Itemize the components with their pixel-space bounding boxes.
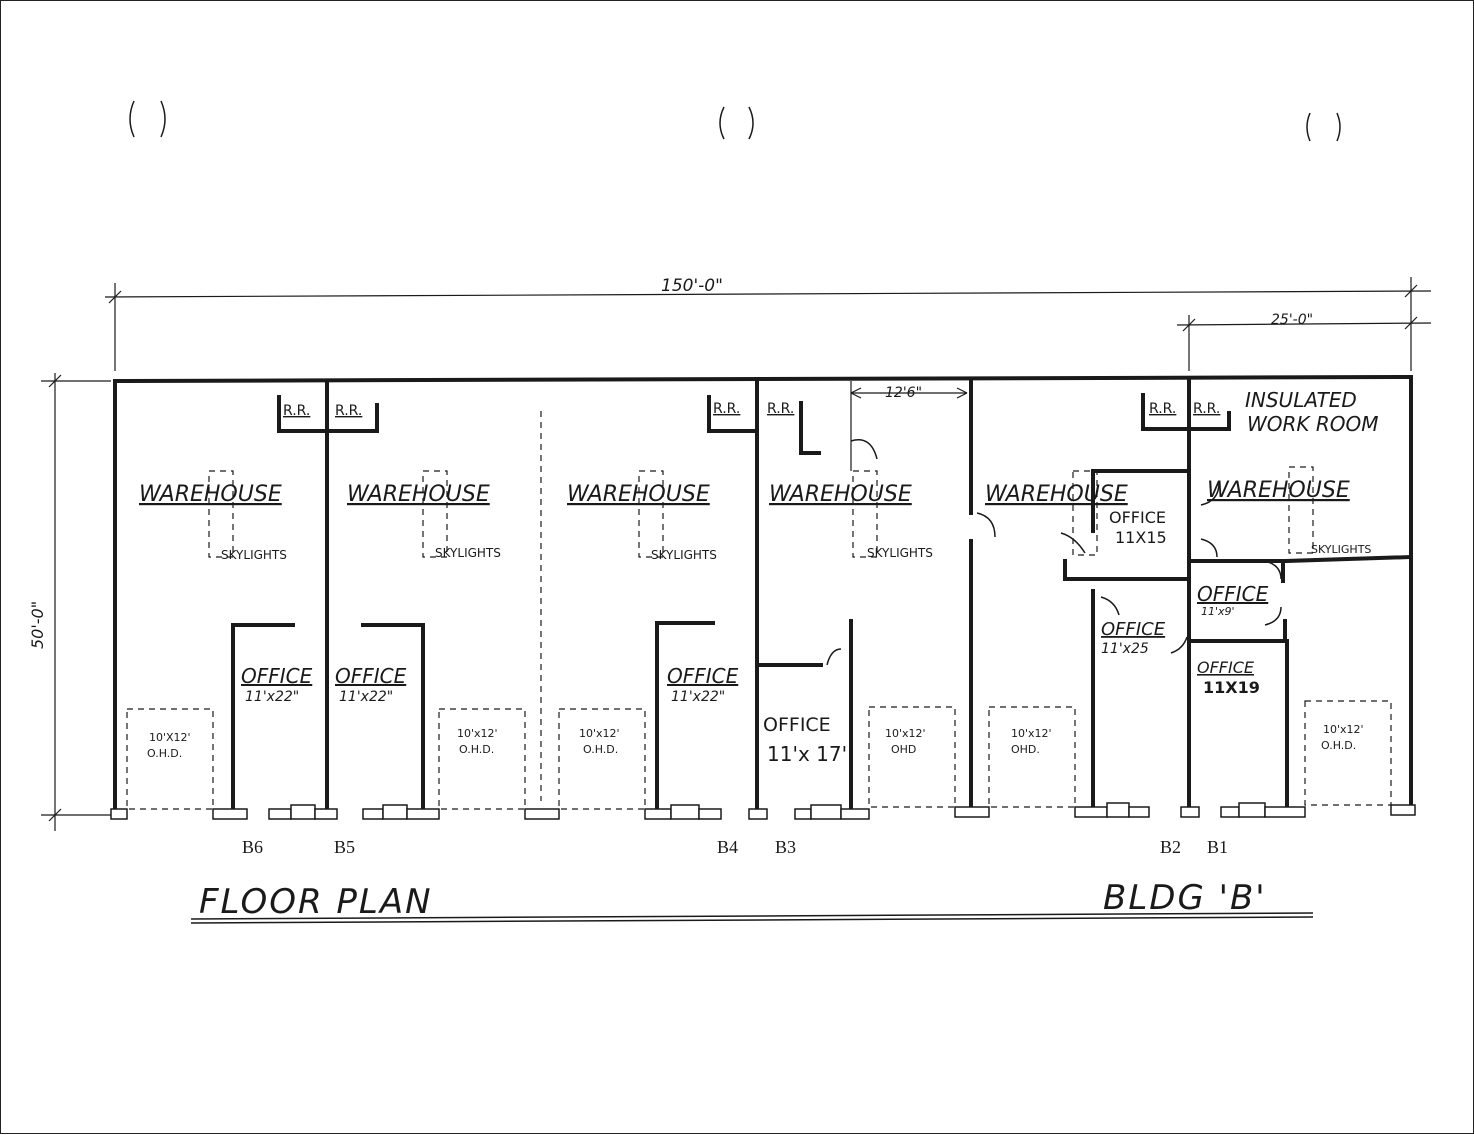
unit-width-label: 25'-0" <box>1271 312 1313 328</box>
door-size-b5: 10'x12' <box>457 727 498 740</box>
office-name-b3: OFFICE <box>763 714 831 736</box>
unit-labels: B6 B5 B4 B3 B2 B1 <box>242 837 1228 857</box>
office-size-b4: 11'x22" <box>671 689 725 705</box>
office-name-b2a: OFFICE <box>1109 508 1166 527</box>
office-walls-east <box>976 469 1414 809</box>
office-walls <box>231 619 853 811</box>
corridor-label: 12'6" <box>885 385 922 401</box>
insulated-label-line1: INSULATED <box>1245 388 1357 412</box>
office-name-b1a: OFFICE <box>1197 582 1269 606</box>
office-name-b4: OFFICE <box>667 664 739 688</box>
office-size-b2a: 11X15 <box>1115 528 1167 547</box>
door-size-b6: 10'X12' <box>149 731 191 744</box>
warehouse-label-b5: WAREHOUSE <box>347 482 490 507</box>
overhead-doors <box>126 700 1392 810</box>
office-size-b2b: 11'x25 <box>1101 641 1149 657</box>
demising-walls <box>325 377 1191 811</box>
depth-label: 50'-0" <box>28 601 47 649</box>
office-size-b6: 11'x22" <box>245 689 299 705</box>
skylights-label-b6: SKYLIGHTS <box>221 548 287 562</box>
warehouse-label-b3: WAREHOUSE <box>769 482 912 507</box>
door-type-b1: O.H.D. <box>1321 739 1356 752</box>
door-size-b1: 10'x12' <box>1323 723 1364 736</box>
insulated-label-line2: WORK ROOM <box>1247 412 1379 436</box>
overall-width-label: 150'-0" <box>661 276 723 296</box>
restroom-label-b6: R.R. <box>283 403 310 419</box>
title-block: FLOOR PLAN BLDG 'B' <box>190 878 1314 924</box>
warehouse-label-b1: WAREHOUSE <box>1207 478 1350 503</box>
warehouse-labels: WAREHOUSE WAREHOUSE WAREHOUSE WAREHOUSE … <box>139 478 1350 507</box>
drawing-title: FLOOR PLAN <box>199 882 433 922</box>
office-name-b2b: OFFICE <box>1101 619 1166 640</box>
door-type-b6: O.H.D. <box>147 747 182 760</box>
front-wall-piers <box>110 802 1416 820</box>
skylights-label-b4: SKYLIGHTS <box>651 548 717 562</box>
door-type-b4: O.H.D. <box>583 743 618 756</box>
office-size-b3: 11'x 17' <box>767 742 847 766</box>
door-type-b2: OHD. <box>1011 743 1040 756</box>
door-type-b5: O.H.D. <box>459 743 494 756</box>
warehouse-label-b2: WAREHOUSE <box>985 482 1128 507</box>
skylights <box>208 466 1314 558</box>
building-label: BLDG 'B' <box>1103 878 1267 918</box>
skylight-labels: SKYLIGHTS SKYLIGHTS SKYLIGHTS SKYLIGHTS … <box>221 543 1371 562</box>
warehouse-label-b4: WAREHOUSE <box>567 482 710 507</box>
skylights-label-b1: SKYLIGHTS <box>1311 543 1371 556</box>
unit-label-b5: B5 <box>334 837 355 857</box>
unit-label-b3: B3 <box>775 837 796 857</box>
skylights-label-b3: SKYLIGHTS <box>867 546 933 560</box>
insulated-work-room-label: INSULATED WORK ROOM <box>1245 388 1379 436</box>
building-outline <box>112 374 1414 811</box>
restroom-label-b5: R.R. <box>335 403 362 419</box>
restroom-label-b2: R.R. <box>1149 401 1176 417</box>
door-size-b3: 10'x12' <box>885 727 926 740</box>
office-labels: OFFICE 11'x22" OFFICE 11'x22" OFFICE 11'… <box>241 508 1269 766</box>
office-name-b5: OFFICE <box>335 664 407 688</box>
office-name-b6: OFFICE <box>241 664 313 688</box>
office-size-b1b: 11X19 <box>1203 678 1260 697</box>
depth-dimension: 50'-0" <box>28 373 111 831</box>
restroom-label-b3: R.R. <box>767 401 794 417</box>
unit-label-b2: B2 <box>1160 837 1181 857</box>
unit-label-b6: B6 <box>242 837 263 857</box>
restrooms: R.R. R.R. R.R. R.R. R.R. R.R. <box>277 393 1231 455</box>
warehouse-label-b6: WAREHOUSE <box>139 482 282 507</box>
unit-width-dimension: 25'-0" <box>1176 312 1432 371</box>
restroom-label-b4: R.R. <box>713 401 740 417</box>
door-size-b4: 10'x12' <box>579 727 620 740</box>
binder-hole-marks <box>129 100 1341 142</box>
unit-label-b1: B1 <box>1207 837 1228 857</box>
door-type-b3: OHD <box>891 743 916 756</box>
door-size-b2: 10'x12' <box>1011 727 1052 740</box>
office-size-b1a: 11'x9' <box>1201 605 1235 618</box>
skylights-label-b5: SKYLIGHTS <box>435 546 501 560</box>
restroom-label-b1: R.R. <box>1193 401 1220 417</box>
unit-label-b4: B4 <box>717 837 738 857</box>
office-size-b5: 11'x22" <box>339 689 393 705</box>
overhead-door-labels: 10'X12' O.H.D. 10'x12' O.H.D. 10'x12' O.… <box>147 723 1364 760</box>
office-name-b1b: OFFICE <box>1197 658 1255 677</box>
overall-dimension: 150'-0" <box>104 276 1432 371</box>
corridor-dimension: 12'6" <box>850 381 968 471</box>
